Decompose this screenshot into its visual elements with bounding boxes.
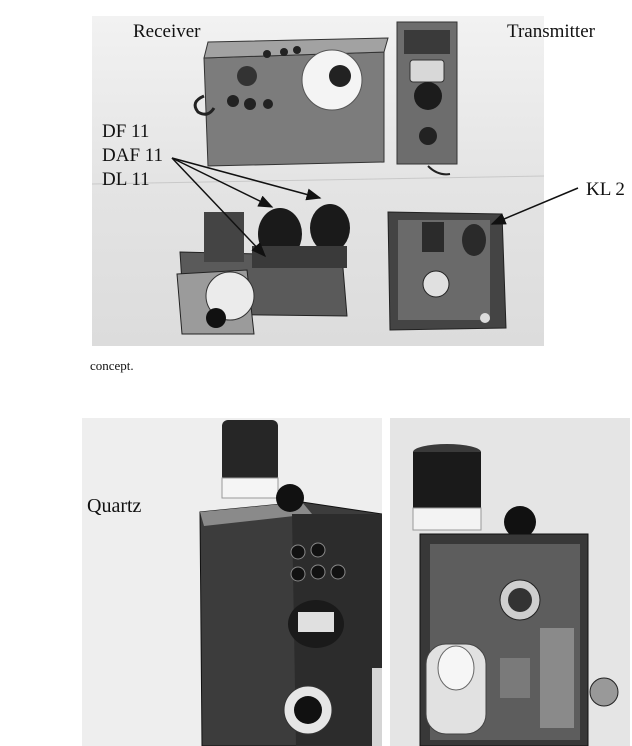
transmitter-chassis <box>387 211 507 331</box>
bottom-right-photo <box>390 418 630 746</box>
tube-label-df11: DF 11 <box>102 121 150 142</box>
caption-fragment: concept. <box>90 358 134 373</box>
receiver-label: Receiver <box>133 21 201 42</box>
kl2-label: KL 2 <box>586 179 625 200</box>
tube-label-dl11: DL 11 <box>102 169 150 190</box>
receiver-box <box>193 37 389 167</box>
bottom-right-drawing <box>390 418 630 746</box>
top-photo <box>92 16 544 346</box>
transmitter-label: Transmitter <box>507 21 595 42</box>
bottom-left-photo <box>82 418 382 746</box>
tube-label-daf11: DAF 11 <box>102 145 164 166</box>
transmitter-box <box>396 21 458 176</box>
top-photo-drawing <box>92 16 544 346</box>
bottom-left-drawing <box>82 418 382 746</box>
quartz-label: Quartz <box>87 495 142 517</box>
